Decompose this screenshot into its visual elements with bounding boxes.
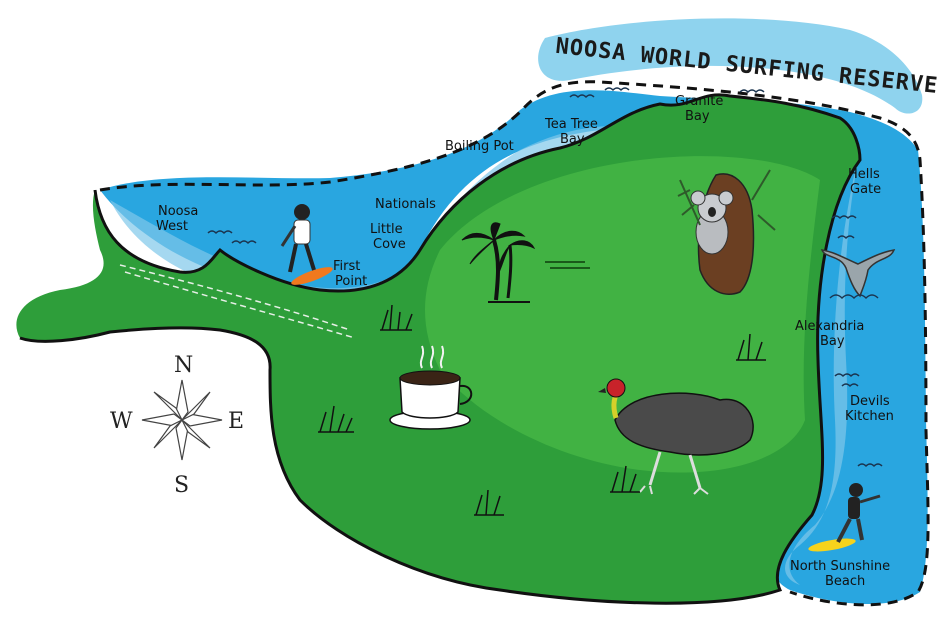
label-devils-kitchen: Devils Kitchen <box>845 394 894 424</box>
brush-turkey-icon <box>598 378 754 495</box>
palm-trees-icon <box>461 222 590 303</box>
label-little-cove: Little Cove <box>370 222 407 252</box>
label-first-point: First Point <box>333 259 367 289</box>
compass-rose-icon: N S E W <box>110 353 244 498</box>
compass-north: N <box>174 353 193 378</box>
place-labels: Noosa West Nationals Little Cove First P… <box>156 94 894 589</box>
label-north-sunshine-beach: North Sunshine Beach <box>790 559 894 589</box>
compass-east: E <box>228 409 244 434</box>
koala-icon <box>677 169 776 295</box>
label-granite-bay: Granite Bay <box>675 94 727 124</box>
surfer-icon <box>280 204 333 285</box>
ocean-area <box>100 90 928 605</box>
whale-tail-icon <box>820 249 896 300</box>
compass-west: W <box>110 409 133 434</box>
walking-track <box>119 264 356 339</box>
label-noosa-west: Noosa West <box>156 204 203 234</box>
grass-tuft-icon <box>318 304 766 516</box>
compass-south: S <box>174 473 189 498</box>
reserve-boundary <box>99 80 930 607</box>
surfer-icon <box>808 483 881 552</box>
label-alexandria-bay: Alexandria Bay <box>795 319 869 349</box>
label-tea-tree-bay: Tea Tree Bay <box>544 117 602 147</box>
label-boiling-pot: Boiling Pot <box>445 139 514 154</box>
label-nationals: Nationals <box>375 197 436 212</box>
label-hells-gate: Hells Gate <box>848 167 884 197</box>
coastline-outline <box>19 93 862 605</box>
banner <box>538 18 923 114</box>
wave-marks <box>207 87 883 468</box>
coffee-cup-icon <box>389 345 473 430</box>
